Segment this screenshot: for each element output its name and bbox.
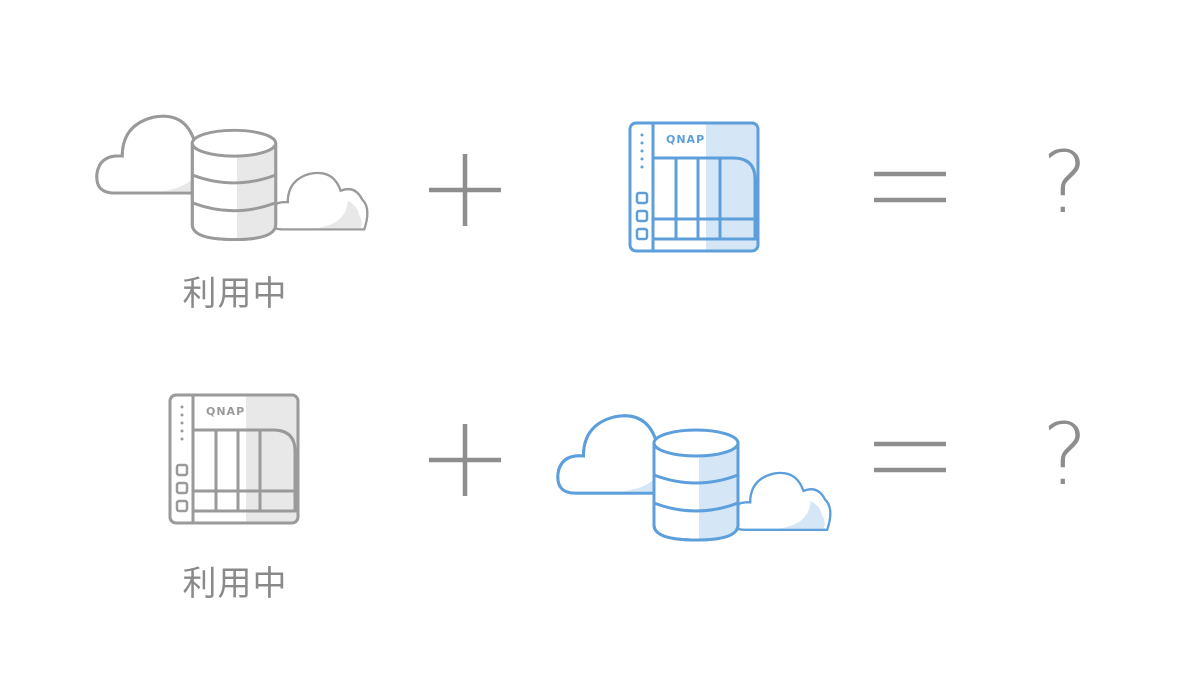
svg-text:QNAP: QNAP — [206, 405, 245, 418]
question-mark: ? — [1042, 405, 1088, 505]
svg-text:QNAP: QNAP — [666, 133, 705, 146]
in-use-label: 利用中 — [182, 274, 288, 314]
qnap-nas-icon: QNAP — [628, 121, 760, 253]
cloud-database-icon — [93, 105, 371, 243]
cloud-right — [267, 171, 369, 231]
database-cylinder — [190, 128, 278, 242]
in-use-label: 利用中 — [182, 564, 288, 604]
cloud-database-icon — [553, 405, 835, 543]
plus-icon — [429, 424, 501, 496]
question-mark: ? — [1042, 133, 1088, 233]
plus-icon — [429, 154, 501, 226]
equals-icon — [874, 424, 946, 496]
database-cylinder — [652, 428, 740, 542]
equals-icon — [874, 154, 946, 226]
qnap-nas-icon: QNAP — [168, 393, 300, 525]
cloud-right — [730, 471, 832, 531]
